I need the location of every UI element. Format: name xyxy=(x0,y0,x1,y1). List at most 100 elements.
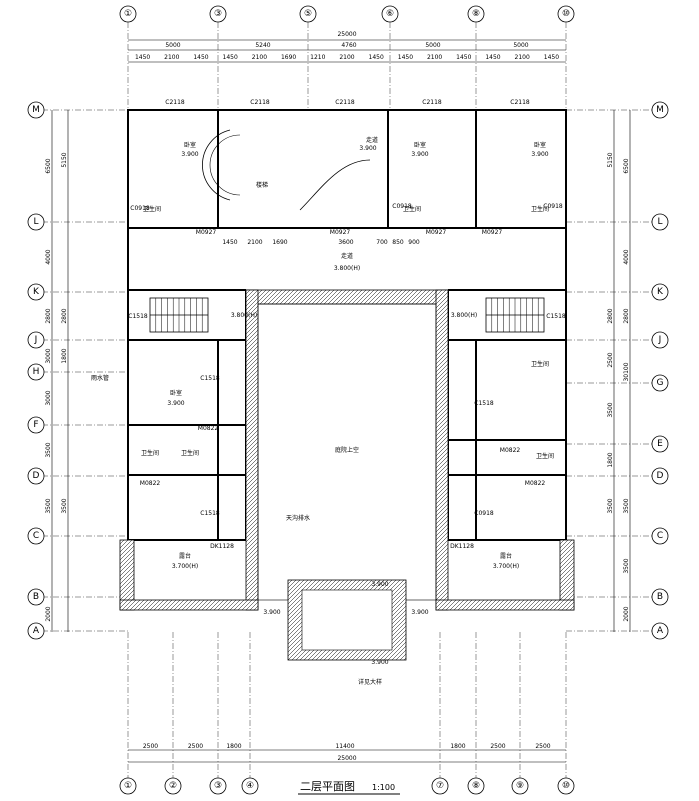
axis-label: ⑧ xyxy=(472,9,480,19)
dimension-value: 2500 xyxy=(535,743,550,750)
room-label-terrace: 露台 xyxy=(500,552,512,560)
dimension-value: 2100 xyxy=(247,239,262,246)
dimension-value: 5000 xyxy=(165,42,180,49)
window-tag: C1518 xyxy=(200,510,220,517)
dimension-value: 3500 xyxy=(623,498,630,513)
axis-bubble: K xyxy=(651,283,669,301)
window-tag: C2118 xyxy=(250,99,270,106)
axis-label: M xyxy=(656,105,664,115)
dimension-value: 1450 xyxy=(369,54,384,61)
room-elevation: 3.900 xyxy=(181,151,198,158)
axis-bubble: J xyxy=(651,331,669,349)
axis-label: C xyxy=(33,531,39,541)
dimension-value: 1690 xyxy=(281,54,296,61)
axis-label: G xyxy=(657,378,664,388)
window-tag: C2118 xyxy=(165,99,185,106)
room-label-bathroom: 卫生间 xyxy=(143,205,161,213)
drawing-title-block: 二层平面图 1:100 xyxy=(298,780,400,795)
window-tag: C1518 xyxy=(128,313,148,320)
drawing-scale: 1:100 xyxy=(372,783,395,792)
room-label-corridor: 走道 xyxy=(341,252,353,260)
drawing-title: 二层平面图 xyxy=(300,780,355,793)
dimension-value: 2500 xyxy=(607,352,614,367)
dimension-value: 25000 xyxy=(337,31,356,38)
dimension-value: 1450 xyxy=(398,54,413,61)
dimension-value: 2100 xyxy=(164,54,179,61)
axis-bubble: ⑧ xyxy=(467,777,485,795)
axis-bubble: H xyxy=(27,363,45,381)
axis-bubble: C xyxy=(27,527,45,545)
dimension-value: 2100 xyxy=(252,54,267,61)
room-label-bathroom: 卫生间 xyxy=(531,360,549,368)
room-label-corridor: 走道 xyxy=(366,136,378,144)
axis-bubble: D xyxy=(27,467,45,485)
axis-label: B xyxy=(657,592,663,602)
axis-label: ③ xyxy=(214,781,222,791)
axis-bubble: D xyxy=(651,467,669,485)
dimension-value: 2000 xyxy=(623,606,630,621)
dimension-value: 3500 xyxy=(607,402,614,417)
dimension-value: 1450 xyxy=(223,54,238,61)
window-tag: C2118 xyxy=(422,99,442,106)
room-elevation: 3.900 xyxy=(411,151,428,158)
dimension-value: 2800 xyxy=(45,308,52,323)
dimension-value: 1450 xyxy=(544,54,559,61)
room-labels: 卧室 3.900 卧室 3.900 卧室 3.900 楼梯 走道 3.900 卫… xyxy=(91,136,554,686)
dimension-value: 2800 xyxy=(61,308,68,323)
dimension-value: 3500 xyxy=(607,498,614,513)
room-label-bathroom: 卫生间 xyxy=(181,449,199,457)
dimension-value: 5240 xyxy=(255,42,270,49)
room-label-bathroom: 卫生间 xyxy=(403,205,421,213)
dimension-value: 1690 xyxy=(272,239,287,246)
axis-bubble: ⑧ xyxy=(467,5,485,23)
dimension-value: 2000 xyxy=(45,606,52,621)
door-tag: M0927 xyxy=(196,229,217,236)
axis-label: ⑤ xyxy=(304,9,312,19)
dimension-value: 1800 xyxy=(226,743,241,750)
dimension-value: 3500 xyxy=(45,498,52,513)
dimension-value: 4000 xyxy=(45,249,52,264)
axis-bubble: K xyxy=(27,283,45,301)
dimension-value: 850 xyxy=(392,239,404,246)
axis-bubble: B xyxy=(27,588,45,606)
dimension-value: 1450 xyxy=(456,54,471,61)
gutter-note: 天沟排水 xyxy=(286,514,310,522)
dimension-value: 2100 xyxy=(427,54,442,61)
room-elevation: 3.900 xyxy=(531,151,548,158)
dimension-value: 2500 xyxy=(188,743,203,750)
axis-label: A xyxy=(657,626,664,636)
axis-label: B xyxy=(33,592,39,602)
window-tag: C1518 xyxy=(546,313,566,320)
dimension-value: 6500 xyxy=(623,158,630,173)
window-tag: C0918 xyxy=(392,203,412,210)
axis-bubble: E xyxy=(651,435,669,453)
dimension-value: 1450 xyxy=(193,54,208,61)
axis-bubble: ⑨ xyxy=(511,777,529,795)
axis-label: J xyxy=(658,335,662,345)
room-elevation: 3.900 xyxy=(167,400,184,407)
room-elevation: 3.900 xyxy=(359,145,376,152)
axis-bubble: A xyxy=(651,622,669,640)
axis-label: ⑦ xyxy=(436,781,444,791)
dimension-value: 700 xyxy=(376,239,388,246)
courtyard xyxy=(119,289,575,661)
axis-label: D xyxy=(33,471,40,481)
axis-bubble: ③ xyxy=(209,777,227,795)
axis-label: K xyxy=(33,287,40,297)
room-label-bathroom: 卫生间 xyxy=(531,205,549,213)
dimension-value: 3000 xyxy=(45,390,52,405)
drain-note: 雨水管 xyxy=(91,374,109,382)
axis-bubble: C xyxy=(651,527,669,545)
dimension-value: 4760 xyxy=(341,42,356,49)
dimension-value: 1800 xyxy=(607,452,614,467)
room-label-bedroom: 卧室 xyxy=(414,141,426,149)
